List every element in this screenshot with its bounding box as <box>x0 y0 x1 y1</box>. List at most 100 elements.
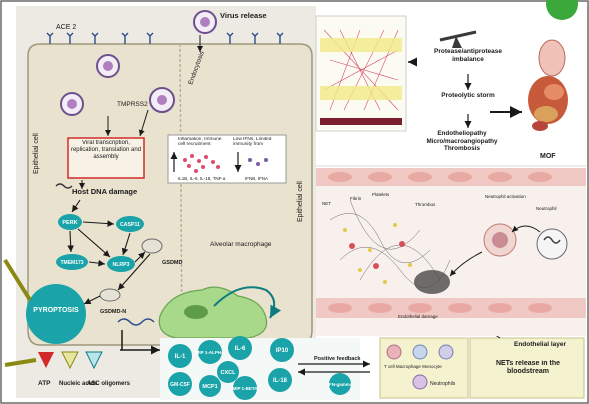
neutrophils-label: Neutrophils <box>430 381 456 387</box>
svg-text:PERK: PERK <box>62 220 77 226</box>
low-ifn-title: Low IFNs, Limited immunity from <box>233 137 272 148</box>
ace2-label: ACE 2 <box>56 24 76 31</box>
cytokine-mcp1: MCP1 <box>199 375 221 397</box>
activation-arrow <box>511 225 541 233</box>
alveolar-macrophage-shape <box>158 286 268 339</box>
nlrp3-node: NLRP3 <box>107 256 135 272</box>
host-dna-label: Host DNA damage <box>72 187 137 196</box>
net-label: NET <box>322 201 331 206</box>
protease-label: Protease/antiprotease imbalance <box>434 48 502 63</box>
ace2-receptors <box>46 32 284 44</box>
epithelial-left-label: Epithelial cell <box>33 133 40 174</box>
tmprss2-label: TMPRSS2 <box>117 101 148 108</box>
atp-triangle: ATP <box>38 352 54 387</box>
dna-icon <box>55 183 73 189</box>
network-bar <box>320 118 402 125</box>
inflammation-title: Inflamation, Immune cell recruitment <box>178 137 222 148</box>
nucleic-triangle: Nucleic acids <box>59 351 98 387</box>
cytokine-il1: IL-1 <box>168 344 192 368</box>
virus-release-icon <box>193 10 217 34</box>
svg-text:CXCL: CXCL <box>221 370 237 376</box>
pyroptosis-node: PYROPTOSIS <box>26 284 86 344</box>
viral-process-text: Viral transcription, replication, transl… <box>70 140 142 160</box>
macrophage-icon <box>412 344 428 360</box>
perk-node: PERK <box>58 214 82 230</box>
gsdmdn-node: GSDMD-N <box>99 288 126 315</box>
epithelial-right-label: Epithelial cell <box>297 181 304 222</box>
cytokine-mip1: MIP 1-ALPHA <box>196 340 225 364</box>
cells-caption: T cell Macrophage Monocyte <box>384 364 442 369</box>
thrombus-shape <box>414 270 450 294</box>
organs-icon <box>528 39 568 131</box>
svg-text:GSDMD-N: GSDMD-N <box>100 309 126 315</box>
network-highlight-top <box>320 38 402 52</box>
svg-text:IL-6: IL-6 <box>235 346 246 352</box>
activated-neutrophil-nucleus <box>492 232 508 248</box>
endothelial-layer-label: Endothelial layer <box>514 341 566 348</box>
mof-label: MOF <box>540 153 556 160</box>
ifn-values-label: IFNB, IFNA <box>245 176 268 181</box>
platelets-label: Platelets <box>372 192 390 197</box>
cytokine-il6: IL-6 <box>228 336 252 360</box>
svg-text:GSDMD: GSDMD <box>162 260 183 266</box>
cytokine-il18: IL-18 <box>268 368 292 392</box>
neutrophil-activation-label: Neutrophil activation <box>485 194 526 199</box>
svg-text:NLRP3: NLRP3 <box>112 262 129 268</box>
cytokine-mip1b: MIP 1-BETA <box>232 376 258 400</box>
tmem173-node: TMEM173 <box>56 254 88 270</box>
nets-release-text: NETs release in the bloodstream <box>495 360 561 376</box>
endothelio-label: Endotheliopathy Micro/macroangiopathy Th… <box>426 130 498 153</box>
thrombus-label: Thrombus <box>415 202 436 207</box>
casp11-node: CASP11 <box>116 216 144 232</box>
svg-text:CASP11: CASP11 <box>120 222 140 228</box>
network-panel <box>315 15 407 132</box>
platelets-dots <box>343 223 412 284</box>
virus-entering-icon <box>96 54 120 78</box>
svg-text:ATP: ATP <box>38 380 51 387</box>
olive-connectors <box>3 258 37 367</box>
to-thrombus-arrow <box>449 251 483 277</box>
proteolytic-label: Proteolytic storm <box>441 92 495 99</box>
svg-text:GM-CSF: GM-CSF <box>170 382 190 388</box>
cytokine-ifng: IFN-gamma <box>328 373 353 395</box>
neutrophil-icon <box>412 374 428 390</box>
macrophage-curve-arrow <box>213 286 282 319</box>
macrophage-nucleus <box>184 305 208 319</box>
cytokine-dots-red <box>183 154 220 173</box>
endothelial-damage-label: Endothelial damage <box>398 314 438 319</box>
svg-text:MCP1: MCP1 <box>202 384 217 390</box>
balance-scale-icon <box>439 30 477 48</box>
gsdmd-node: GSDMD <box>141 238 183 266</box>
monocyte-icon <box>438 344 454 360</box>
svg-text:MIP 1-BETA: MIP 1-BETA <box>232 386 258 391</box>
cytokine-cxcl: CXCL <box>217 361 239 383</box>
svg-text:IL-18: IL-18 <box>273 378 288 384</box>
pathway-arrows <box>67 199 151 305</box>
svg-text:PYROPTOSIS: PYROPTOSIS <box>33 307 79 314</box>
alveolar-label: Alveolar macrophage <box>210 241 272 248</box>
dna-strand-icon <box>117 318 155 326</box>
virus-endosome-icon <box>149 87 175 113</box>
endosome-to-box-arrow <box>138 109 149 137</box>
t-cell-icon <box>386 344 402 360</box>
nets-release-box <box>469 337 585 399</box>
asc-triangle: ASC oligomers <box>85 351 131 387</box>
red-cells <box>349 241 405 269</box>
svg-text:ASC oligomers: ASC oligomers <box>87 381 131 387</box>
resting-neutrophil-icon <box>536 228 568 260</box>
svg-text:Nucleic acids: Nucleic acids <box>59 381 98 387</box>
viral-process-box <box>67 137 145 179</box>
virus-inside-icon <box>60 92 84 116</box>
resting-neutrophil-nucleus <box>543 236 561 244</box>
fibrin-label: Fibrin <box>350 196 362 201</box>
ifn-dots-purple <box>248 158 268 166</box>
svg-text:IFN-gamma: IFN-gamma <box>328 382 353 387</box>
epithelial-cell <box>27 43 313 346</box>
svg-text:IP10: IP10 <box>276 348 289 354</box>
viral-process-text-holder: Viral transcription, replication, transl… <box>70 140 142 160</box>
vessel-wall-cells <box>328 172 552 313</box>
cytokine-area <box>160 338 360 400</box>
inflam-cytokines-label: IL1B, IL-6, IL-18, TNF-a <box>178 176 226 181</box>
